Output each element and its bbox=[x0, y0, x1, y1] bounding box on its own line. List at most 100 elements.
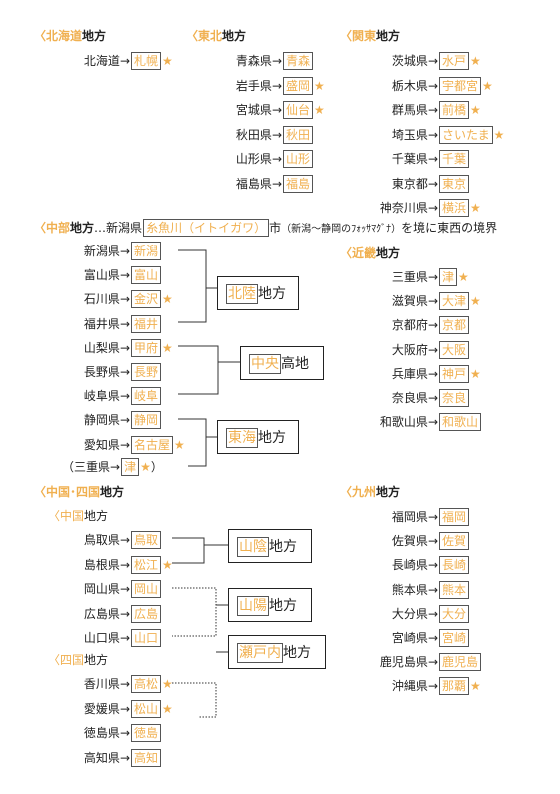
capital-box: 甲府 bbox=[131, 338, 162, 357]
prefecture-item-kanto: 東京都→東京 bbox=[0, 174, 560, 193]
prefecture-item-chugoku: 広島県→広島 bbox=[0, 604, 560, 623]
prefecture-name: 香川県 bbox=[83, 677, 120, 691]
arrow-icon: → bbox=[427, 78, 438, 93]
arrow-icon: → bbox=[119, 726, 130, 740]
heading-hokkaido: 〈北海道地方 bbox=[34, 29, 107, 43]
capital-box: 山形 bbox=[283, 150, 314, 168]
prefecture-name: 山梨県 bbox=[83, 340, 120, 355]
arrow-icon: → bbox=[119, 365, 130, 379]
star-icon: ★ bbox=[162, 701, 173, 716]
star-icon: ★ bbox=[470, 679, 481, 694]
capital-box: 大阪 bbox=[439, 340, 470, 359]
prefecture-name: 福島県 bbox=[235, 176, 272, 191]
arrow-icon: → bbox=[427, 582, 438, 597]
capital-box: さいたま bbox=[439, 125, 493, 144]
chubu-note-prefix: …新潟県 bbox=[94, 221, 143, 235]
capital-box: 松山 bbox=[131, 699, 162, 718]
star-icon: ★ bbox=[140, 460, 151, 474]
heading-chubu: 〈中部地方…新潟県糸魚川（イトイガワ）市（新潟～静岡のﾌｫｯｻﾏｸﾞﾅ）を境に東… bbox=[34, 219, 498, 237]
shikoku-label: 〈四国地方 bbox=[48, 653, 109, 667]
arrow-icon: → bbox=[427, 631, 438, 645]
prefecture-item-shikoku: 高知県→高知 bbox=[0, 748, 560, 767]
prefecture-item-chubu: 富山県→富山 bbox=[0, 266, 560, 285]
prefecture-name: 和歌山県 bbox=[379, 415, 428, 430]
capital-box: 水戸 bbox=[439, 52, 470, 70]
heading-tohoku: 〈東北地方 bbox=[186, 29, 247, 43]
capital-box: 鹿児島 bbox=[439, 653, 482, 672]
capital-box: 横浜 bbox=[439, 199, 470, 217]
arrow-icon: → bbox=[119, 606, 130, 621]
prefecture-item-tohoku: 青森県 → 青森 bbox=[0, 52, 560, 70]
prefecture-item-chugoku: 鳥取県→鳥取 bbox=[0, 531, 560, 549]
prefecture-item-kanto: 群馬県→前橋★ bbox=[0, 101, 560, 119]
capital-box: 佐賀 bbox=[439, 532, 470, 551]
bracket-sanin bbox=[172, 537, 205, 564]
capital-box: 津 bbox=[439, 268, 458, 286]
capital-box: 京都 bbox=[439, 316, 470, 335]
prefecture-name: 三重県 bbox=[391, 270, 428, 284]
star-icon: ★ bbox=[162, 340, 173, 355]
prefecture-name: 新潟県 bbox=[83, 244, 120, 258]
prefecture-item-chubu: 静岡県→静岡 bbox=[0, 411, 560, 430]
prefecture-name: 愛知県 bbox=[83, 437, 120, 452]
prefecture-name: 石川県 bbox=[83, 292, 120, 307]
arrow-icon: → bbox=[119, 701, 130, 716]
capital-box: 津 bbox=[121, 458, 140, 476]
arrow-icon: → bbox=[427, 606, 438, 621]
prefecture-item-shikoku: 徳島県→徳島 bbox=[0, 724, 560, 742]
arrow-icon: → bbox=[427, 679, 438, 694]
arrow-icon: → bbox=[427, 655, 438, 670]
capital-box: 岡山 bbox=[131, 580, 162, 598]
chubu-note-tail: を境に東西の境界 bbox=[401, 221, 498, 235]
bracket-hokuriku bbox=[178, 249, 207, 323]
prefecture-name: 宮崎県 bbox=[391, 631, 428, 645]
prefecture-name: 奈良県 bbox=[391, 391, 428, 405]
arrow-icon: → bbox=[427, 127, 438, 142]
chubu-note-small: （新潟～静岡のﾌｫｯｻﾏｸﾞﾅ） bbox=[281, 224, 402, 235]
prefecture-item-kinki: 兵庫県→神戸★ bbox=[0, 364, 560, 383]
arrow-icon: → bbox=[427, 176, 438, 191]
prefecture-name: 青森県 bbox=[235, 54, 272, 68]
star-icon: ★ bbox=[470, 54, 481, 68]
bracket-chuo bbox=[178, 345, 219, 395]
prefecture-name: 長野県 bbox=[83, 365, 120, 379]
star-icon: ★ bbox=[174, 437, 185, 452]
arrow-icon: → bbox=[271, 176, 282, 191]
capital-box: 熊本 bbox=[439, 580, 470, 599]
prefecture-name: 長崎県 bbox=[391, 558, 428, 573]
chugoku-label: 〈中国地方 bbox=[48, 509, 109, 523]
prefecture-item-chubu: 岐阜県→岐阜 bbox=[0, 387, 560, 406]
subregion-hokuriku: 北陸地方 bbox=[217, 276, 299, 310]
subregion-sanyo: 山陽地方 bbox=[228, 588, 312, 622]
capital-box: 福井 bbox=[131, 314, 162, 333]
prefecture-item-kinki: 滋賀県→大津★ bbox=[0, 292, 560, 311]
star-icon: ★ bbox=[470, 201, 481, 215]
heading-kinki: 〈近畿地方 bbox=[340, 246, 401, 260]
star-icon: ★ bbox=[482, 78, 493, 93]
prefecture-item-shikoku: 香川県→高松★ bbox=[0, 675, 560, 693]
capital-box: 静岡 bbox=[131, 411, 162, 430]
prefecture-name: 群馬県 bbox=[391, 103, 428, 117]
prefecture-item-kyushu: 宮崎県→宮崎 bbox=[0, 629, 560, 647]
prefecture-item-kinki: 三重県→津★ bbox=[0, 268, 560, 286]
capital-box: 広島 bbox=[131, 604, 162, 623]
arrow-icon: → bbox=[119, 244, 130, 258]
capital-box: 青森 bbox=[283, 52, 314, 70]
arrow-icon: → bbox=[119, 413, 130, 428]
capital-box: 千葉 bbox=[439, 150, 470, 168]
prefecture-item-kyushu: 鹿児島県→鹿児島 bbox=[0, 653, 560, 672]
prefecture-name: 兵庫県 bbox=[391, 366, 428, 381]
capital-box: 盛岡 bbox=[283, 76, 314, 95]
prefecture-item-tohoku: 山形県→山形 bbox=[0, 150, 560, 168]
prefecture-item-chubu: 石川県→金沢★ bbox=[0, 290, 560, 309]
capital-box: 松江 bbox=[131, 555, 162, 574]
arrow-icon: → bbox=[119, 54, 130, 68]
arrow-icon: → bbox=[427, 270, 438, 284]
prefecture-name: 東京都 bbox=[391, 176, 428, 191]
arrow-icon: → bbox=[427, 294, 438, 309]
prefecture-name: 埼玉県 bbox=[391, 127, 428, 142]
bracket-setouchi bbox=[172, 682, 217, 718]
prefecture-item-kinki: 大阪府→大阪 bbox=[0, 340, 560, 359]
prefecture-name: 福井県 bbox=[83, 316, 120, 331]
